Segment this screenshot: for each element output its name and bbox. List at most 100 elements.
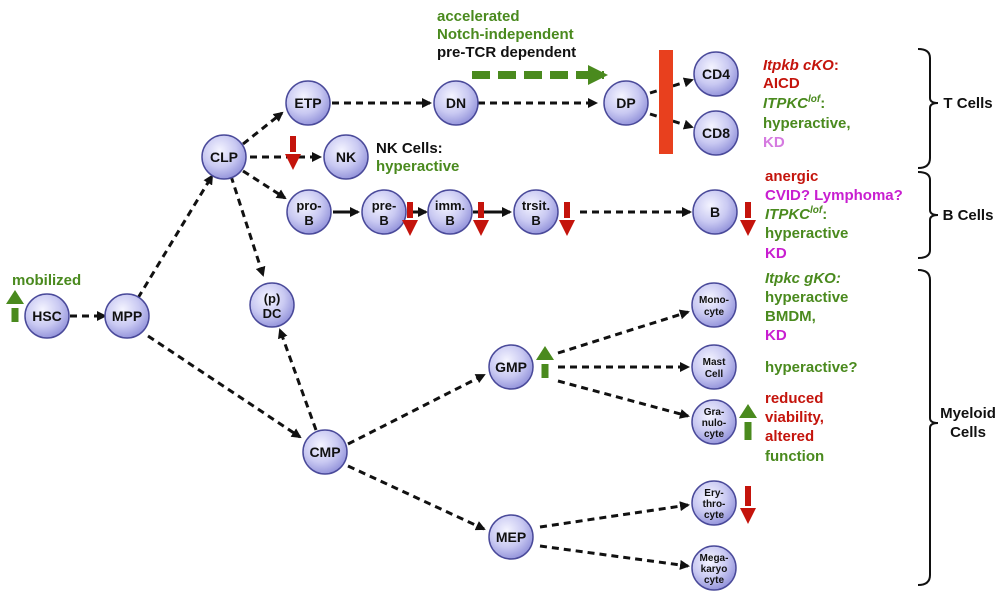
m-viability-text: viability, [765,409,824,426]
thymus-accelerated-text: accelerated [437,8,520,25]
node-pre-b: pre- B [361,189,407,235]
node-mep: MEP [488,514,534,560]
node-clp-label: CLP [210,149,238,165]
node-megakaryocyte-line1: Mega- [700,553,729,564]
node-megakaryocyte: Mega- karyo cyte [691,545,737,591]
node-erythrocyte-line3: cyte [704,510,724,521]
m-function-text: function [765,448,824,465]
arrow-mpp-clp [136,174,214,299]
down-arrow-erythrocyte-icon [740,486,756,524]
node-nk: NK [323,134,369,180]
node-pre-b-line1: pre- [372,198,397,213]
node-pdc-line1: (p) [264,291,281,306]
node-mast-cell-line2: Cell [705,369,724,380]
node-monocyte-line2: cyte [704,307,724,318]
bracket-b-cells [917,171,939,259]
node-etp: ETP [285,80,331,126]
arrow-dp-cd8 [649,112,694,130]
node-gmp: GMP [488,344,534,390]
node-cmp: CMP [302,429,348,475]
node-cd4: CD4 [693,51,739,97]
t-aicd-text: AICD [763,75,800,92]
node-megakaryocyte-line2: karyo [701,564,728,575]
arrow-cmp-gmp [347,373,486,446]
node-mpp-label: MPP [112,308,142,324]
group-b-cells-label: B Cells [943,207,994,224]
arrow-cmp-mep [347,464,486,531]
node-cd8: CD8 [693,110,739,156]
nk-cells-hyperactive: hyperactive [376,158,459,175]
node-pro-b-line1: pro- [296,198,321,213]
bracket-t-cells [917,48,939,169]
node-imm-b-line2: B [445,213,454,228]
arrow-mep-erythrocyte [539,501,690,529]
t-itpkb-colon: : [834,57,839,74]
up-arrow-hsc-icon [6,290,24,322]
b-lof-superscript: lof [810,205,824,216]
node-pro-b: pro- B [286,189,332,235]
thymus-notch-text: Notch-independent [437,26,574,43]
node-dp-label: DP [616,95,635,111]
node-gmp-label: GMP [495,359,527,375]
m-hyperactive-text: hyperactive [765,289,848,306]
node-mep-label: MEP [496,529,526,545]
m-itpkc-gko-text: Itpkc gKO: [765,270,841,287]
group-t-cells-label: T Cells [943,95,992,112]
b-itpkc-colon: : [822,206,827,223]
b-anergic-text: anergic [765,168,818,185]
m-reduced-text: reduced [765,390,823,407]
node-dp: DP [603,80,649,126]
node-dn-label: DN [446,95,466,111]
b-itpkc-lof-text: ITPKClof: [765,205,827,223]
m-kd-text: KD [765,327,787,344]
node-pdc-line2: DC [263,306,282,321]
down-arrow-trsitb-icon [559,202,575,236]
group-myeloid-label-line2: Cells [950,424,986,441]
b-kd-text: KD [765,245,787,262]
t-itpkc-lof-text: ITPKClof: [763,94,825,112]
b-cvid-text: CVID? Lymphoma? [765,187,903,204]
node-trsit-b-line1: trsit. [522,198,550,213]
arrow-mpp-cmp [147,334,302,439]
node-erythrocyte: Ery- thro- cyte [691,480,737,526]
arrow-cmp-pdc [278,328,318,431]
lineage-arrows [70,77,694,570]
down-arrow-nk-icon [285,136,301,170]
node-cd8-label: CD8 [702,125,730,141]
node-granulocyte: Gra- nulo- cyte [691,399,737,445]
node-granulocyte-line2: nulo- [702,418,726,429]
nk-cells-title: NK Cells: [376,140,443,157]
down-arrow-b-icon [740,202,756,236]
node-trsit-b-line2: B [531,213,540,228]
m-altered-text: altered [765,428,814,445]
block-bar [659,50,673,154]
node-clp: CLP [201,134,247,180]
t-lof-superscript: lof [808,94,822,105]
node-nk-label: NK [336,149,356,165]
node-mpp: MPP [104,293,150,339]
node-erythrocyte-line2: thro- [703,499,726,510]
arrow-gmp-monocyte [557,309,690,355]
node-erythrocyte-line1: Ery- [704,488,723,499]
b-itpkc-label: ITPKC [765,206,811,223]
mobilized-text: mobilized [12,272,81,289]
b-hyperactive-text: hyperactive [765,225,848,242]
up-arrow-granulocyte-icon [739,404,757,440]
node-b: B [692,189,738,235]
t-hyperactive-text: hyperactive, [763,115,851,132]
node-imm-b-line1: imm. [435,198,465,213]
t-itpkc-label: ITPKC [763,95,809,112]
t-itpkb-cko-label: Itpkb cKO [763,57,834,74]
arrow-clp-etp [242,111,284,146]
node-dn: DN [433,80,479,126]
node-hsc: HSC [24,293,70,339]
node-megakaryocyte-line3: cyte [704,575,724,586]
node-b-label: B [710,204,720,220]
arrow-clp-pdc [229,175,266,277]
node-imm-b: imm. B [427,189,473,235]
arrow-dp-cd4 [649,77,694,95]
node-mast-cell: Mast Cell [691,344,737,390]
t-itpkb-cko-text: Itpkb cKO: [763,57,839,74]
t-itpkc-colon: : [820,95,825,112]
